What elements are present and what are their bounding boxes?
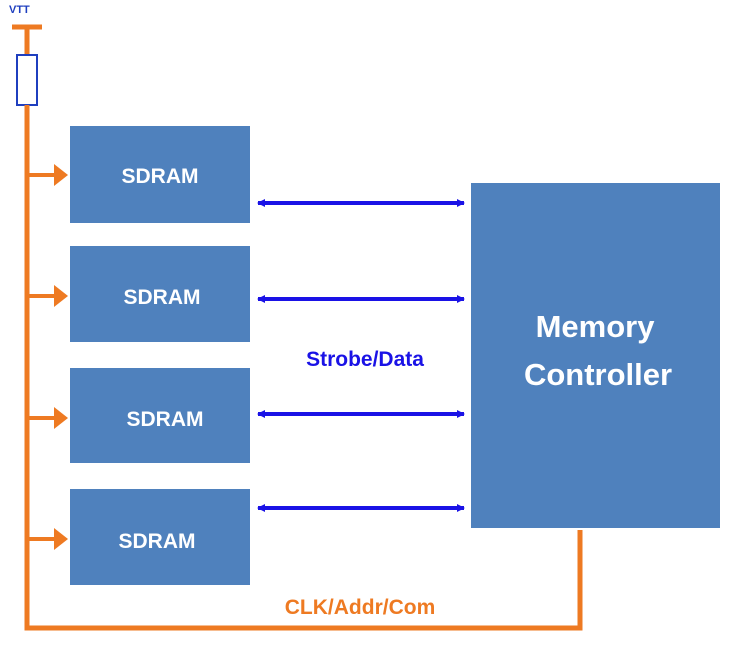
memory-controller: Memory Controller <box>471 183 720 528</box>
command-bus-line <box>24 105 583 631</box>
vtt-label: VTT <box>9 4 30 16</box>
sdram-block <box>70 489 250 585</box>
sdram-label: SDRAM <box>119 530 196 553</box>
sdram-label: SDRAM <box>122 165 199 188</box>
command-tap-3-arrowhead <box>54 407 68 429</box>
sdram-module-4: SDRAM <box>70 489 250 585</box>
termination-resistor <box>16 54 38 106</box>
sdram-label: SDRAM <box>124 286 201 309</box>
memory-controller-block <box>471 183 720 528</box>
sdram-block <box>70 246 250 342</box>
data-bus-links <box>257 199 465 512</box>
command-tap-4-arrowhead <box>54 528 68 550</box>
data-bus-label: Strobe/Data <box>306 348 424 371</box>
sdram-block <box>70 126 250 223</box>
memory-controller-label-line2: Controller <box>524 357 672 392</box>
command-bus-taps <box>27 164 68 550</box>
sdram-module-3: SDRAM <box>70 368 250 463</box>
sdram-module-1: SDRAM <box>70 126 250 223</box>
memory-controller-label-line1: Memory <box>536 309 656 344</box>
sdram-module-2: SDRAM <box>70 246 250 342</box>
command-bus-label: CLK/Addr/Com <box>285 596 436 619</box>
sdram-label: SDRAM <box>127 408 204 431</box>
sdram-block <box>70 368 250 463</box>
command-tap-1-arrowhead <box>54 164 68 186</box>
command-tap-2-arrowhead <box>54 285 68 307</box>
